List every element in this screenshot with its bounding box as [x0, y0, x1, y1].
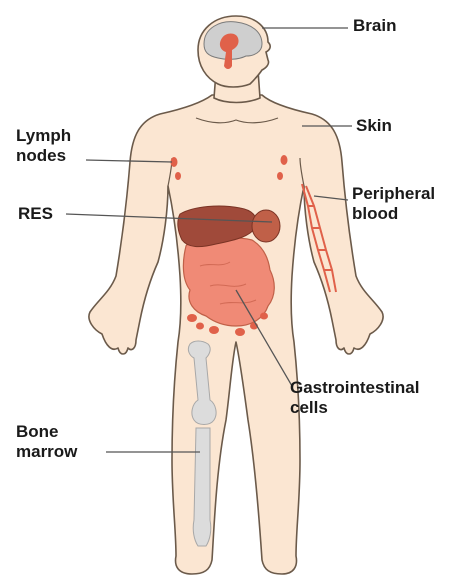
label-skin: Skin — [356, 116, 392, 135]
label-gi-line2: cells — [290, 398, 328, 417]
body-silhouette — [89, 95, 383, 574]
lymph-node-right-1 — [281, 155, 288, 165]
lymph-node-pelvic-4 — [235, 328, 245, 336]
tibia-bone-marrow — [193, 428, 211, 546]
label-res: RES — [18, 204, 53, 223]
label-peripheral-line1: Peripheral — [352, 184, 435, 203]
lymph-node-pelvic-3 — [209, 326, 219, 334]
lymph-node-left-2 — [175, 172, 181, 180]
label-lymph-line1: Lymph — [16, 126, 71, 145]
label-bone-line2: marrow — [16, 442, 77, 461]
label-peripheral-line2: blood — [352, 204, 398, 223]
label-lymph-line2: nodes — [16, 146, 66, 165]
lymph-node-pelvic-1 — [187, 314, 197, 322]
label-gi-line1: Gastrointestinal — [290, 378, 419, 397]
spleen-res — [252, 210, 280, 242]
lymph-node-pelvic-6 — [260, 313, 268, 320]
lymph-node-pelvic-2 — [196, 323, 204, 330]
lymph-node-right-2 — [277, 172, 283, 180]
label-brain: Brain — [353, 16, 396, 35]
label-bone-line1: Bone — [16, 422, 59, 441]
